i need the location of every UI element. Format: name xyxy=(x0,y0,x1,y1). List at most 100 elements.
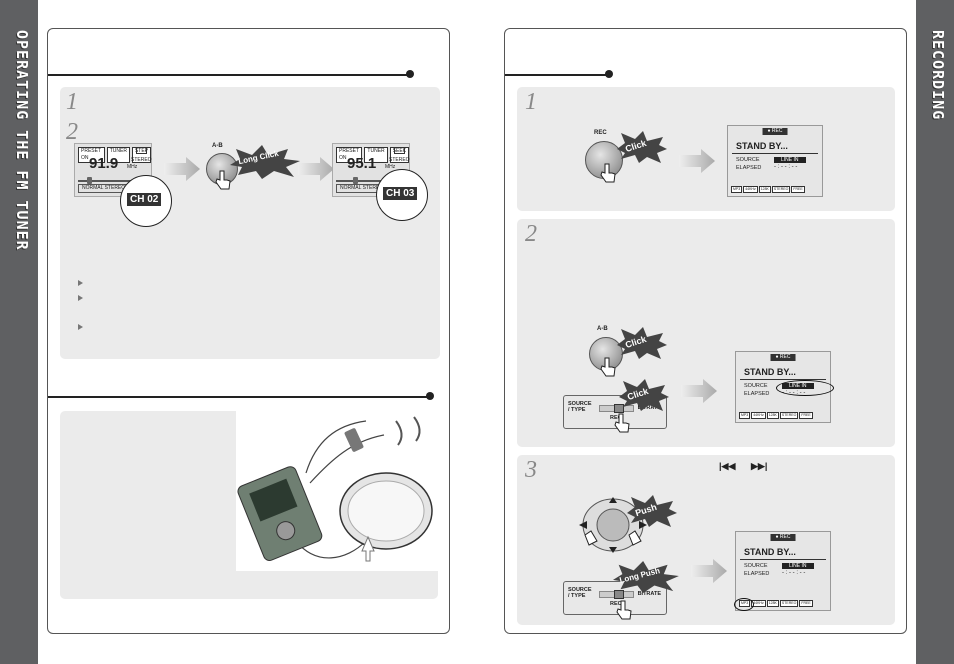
device-connection-image xyxy=(237,416,433,562)
step-2-number: 2 xyxy=(66,119,78,145)
section-rule-dot xyxy=(605,70,613,78)
source-label: SOURCE xyxy=(568,401,592,407)
lcd-bottom-tab: 128K xyxy=(758,186,771,193)
lcd-bottom-tab: 128K xyxy=(766,412,779,419)
step-1-number: 1 xyxy=(525,89,537,115)
elapsed-label: ELAPSED xyxy=(744,571,770,577)
bullet-icon xyxy=(78,324,83,330)
tuner-lcd-after: PRESET ON TUNER SEEK 95.1 MHz STEREO NOR… xyxy=(332,143,410,197)
step-1-number: 1 xyxy=(66,89,78,115)
long-click-burst-icon xyxy=(230,145,300,179)
lcd-divider xyxy=(740,559,826,560)
rec-button-label: REC xyxy=(594,130,607,136)
lcd-bottom-tab: FREE xyxy=(791,186,805,193)
lcd-tab: TUNER xyxy=(364,147,388,163)
frequency: 91.9 xyxy=(89,155,119,172)
lcd-bottom-tab: FREE xyxy=(799,412,813,419)
elapsed-value: - : - - : - - xyxy=(774,164,798,170)
connection-illustration xyxy=(236,411,438,571)
lcd-tab: TUNER xyxy=(106,147,130,163)
elapsed-label: ELAPSED xyxy=(744,391,770,397)
lcd-bottom-tab: 44KHz xyxy=(743,186,758,193)
tuner-lcd-before: PRESET ON TUNER STEP 91.9 MHz STEREO NOR… xyxy=(74,143,152,197)
record-lcd-step1: ● REC STAND BY... SOURCE LINE IN ELAPSED… xyxy=(727,125,823,197)
lcd-divider xyxy=(740,379,826,380)
lcd-bottom-tab: 128K xyxy=(766,600,779,607)
lcd-bottom-tab: MP3 xyxy=(731,186,743,193)
left-sidebar-title: OPERATING THE FM TUNER xyxy=(13,30,31,251)
section-rule-dot xyxy=(406,70,414,78)
section-rule xyxy=(48,74,410,76)
rec-indicator: ● REC xyxy=(770,534,796,541)
left-sidebar: OPERATING THE FM TUNER xyxy=(0,0,38,664)
lcd-bottom-tab: 44KHz xyxy=(751,412,766,419)
section-rule-dot xyxy=(426,392,434,400)
rec-label: REC xyxy=(610,415,622,421)
hand-pointer-icon xyxy=(616,600,632,620)
arrow-right-icon xyxy=(679,149,715,173)
channel-badge: CH 02 xyxy=(127,193,162,206)
type-label: / TYPE xyxy=(568,593,586,599)
step-3-number: 3 xyxy=(525,457,537,483)
elapsed-label: ELAPSED xyxy=(736,165,762,171)
channel-badge: CH 03 xyxy=(383,187,418,200)
tuner-instructions-box: 1 2 PRESET ON TUNER STEP 91.9 MHz STEREO… xyxy=(60,87,440,359)
tuning-knob xyxy=(353,177,358,184)
section-rule xyxy=(48,396,430,398)
lcd-bottom-tab: STEREO xyxy=(779,412,799,419)
lcd-bottom-tab: STEREO xyxy=(779,600,799,607)
source-value: LINE IN xyxy=(774,157,806,163)
bullet-icon xyxy=(78,280,83,286)
click-burst-icon xyxy=(619,379,669,411)
tuning-slider xyxy=(336,180,406,182)
right-sidebar: RECORDING xyxy=(916,0,954,664)
tuning-knob xyxy=(87,177,92,184)
selector-thumb[interactable] xyxy=(614,404,624,413)
lcd-bottom-tab: FREE xyxy=(799,600,813,607)
record-lcd-step3: ● REC STAND BY... SOURCE LINE IN ELAPSED… xyxy=(734,531,831,611)
connection-box xyxy=(60,411,438,599)
arrow-right-icon xyxy=(298,157,334,181)
lcd-tab: PRESET ON xyxy=(336,147,363,163)
hand-pointer-icon xyxy=(600,357,616,377)
left-page: 1 2 PRESET ON TUNER STEP 91.9 MHz STEREO… xyxy=(47,28,450,634)
source-label: SOURCE xyxy=(736,157,760,163)
step-2-number: 2 xyxy=(525,221,537,247)
right-page: 1 REC Click ● REC STAND BY... SOURCE LIN… xyxy=(504,28,907,634)
type-label: / TYPE xyxy=(568,407,586,413)
tuning-slider xyxy=(78,180,148,182)
recording-step-3-box: 3 |◀◀ ▶▶| Push SOURCE/ TYPE BITRATE REC xyxy=(517,455,895,625)
frequency-unit: MHz xyxy=(385,164,396,170)
hand-pointer-icon xyxy=(600,163,616,183)
frequency: 95.1 xyxy=(347,155,377,172)
standby-text: STAND BY... xyxy=(736,141,788,151)
arrow-right-icon xyxy=(691,559,727,583)
elapsed-value: - : - - : - - xyxy=(782,570,806,576)
source-highlight-circle xyxy=(776,380,834,396)
click-burst-icon xyxy=(617,327,667,359)
lcd-tab: PRESET ON xyxy=(78,147,105,163)
navigation-dpad[interactable] xyxy=(573,495,653,555)
source-value: LINE IN xyxy=(782,563,814,569)
section-rule xyxy=(505,74,608,76)
hand-pointer-icon xyxy=(215,170,231,190)
format-highlight-circle xyxy=(734,598,754,611)
recording-step-2-box: 2 A-B Click SOURCE/ TYPE BITRATE REC Cli… xyxy=(517,219,895,447)
skip-back-icon: |◀◀ xyxy=(719,461,736,471)
source-label: SOURCE xyxy=(744,383,768,389)
source-label: SOURCE xyxy=(744,563,768,569)
battery-icon xyxy=(394,147,405,154)
bitrate-label: BITRATE xyxy=(637,405,661,411)
lcd-bottom-tab: MP3 xyxy=(739,412,751,419)
frequency-unit: MHz xyxy=(127,164,138,170)
arrow-right-icon xyxy=(164,157,200,181)
standby-text: STAND BY... xyxy=(744,547,796,557)
selector-thumb[interactable] xyxy=(614,590,624,599)
battery-icon xyxy=(136,147,147,154)
bitrate-label: BITRATE xyxy=(637,591,661,597)
push-burst-icon xyxy=(627,495,677,527)
stereo-label: STEREO xyxy=(389,157,410,163)
right-sidebar-title: RECORDING xyxy=(929,30,947,121)
long-push-burst-icon xyxy=(613,561,679,593)
source-label: SOURCE xyxy=(568,587,592,593)
